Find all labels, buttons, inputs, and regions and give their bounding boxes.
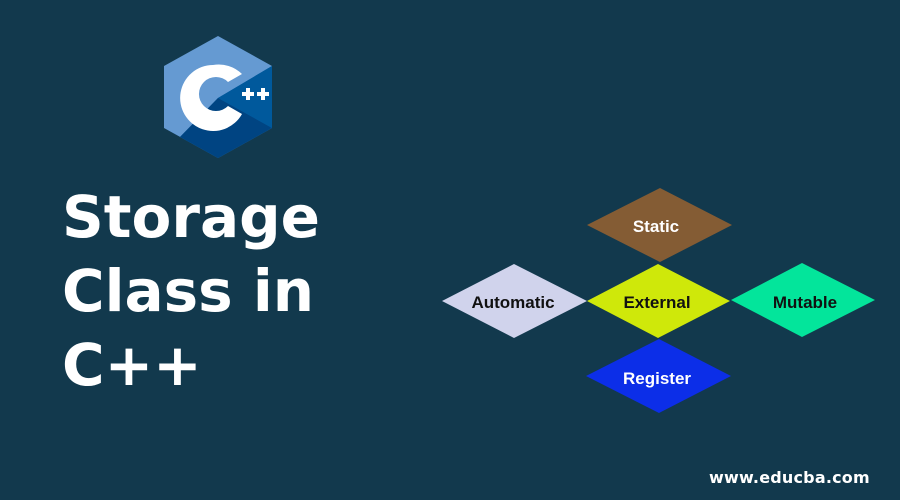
node-label: Automatic [471,293,554,312]
node-label: Mutable [773,293,837,312]
title-line-2: Class in [62,257,314,325]
node-automatic: Automatic [442,264,587,338]
title-line-1: Storage [62,183,320,251]
node-label: Static [633,217,679,236]
node-register: Register [586,339,731,413]
node-external: External [587,264,730,338]
node-label: External [623,293,690,312]
cpp-logo-icon [164,36,272,158]
node-mutable: Mutable [731,263,875,337]
title-line-3: C++ [62,331,202,399]
node-label: Register [623,369,691,388]
page-title: Storage Class in C++ [62,180,320,402]
node-static: Static [587,188,732,262]
watermark: www.educba.com [709,468,870,487]
